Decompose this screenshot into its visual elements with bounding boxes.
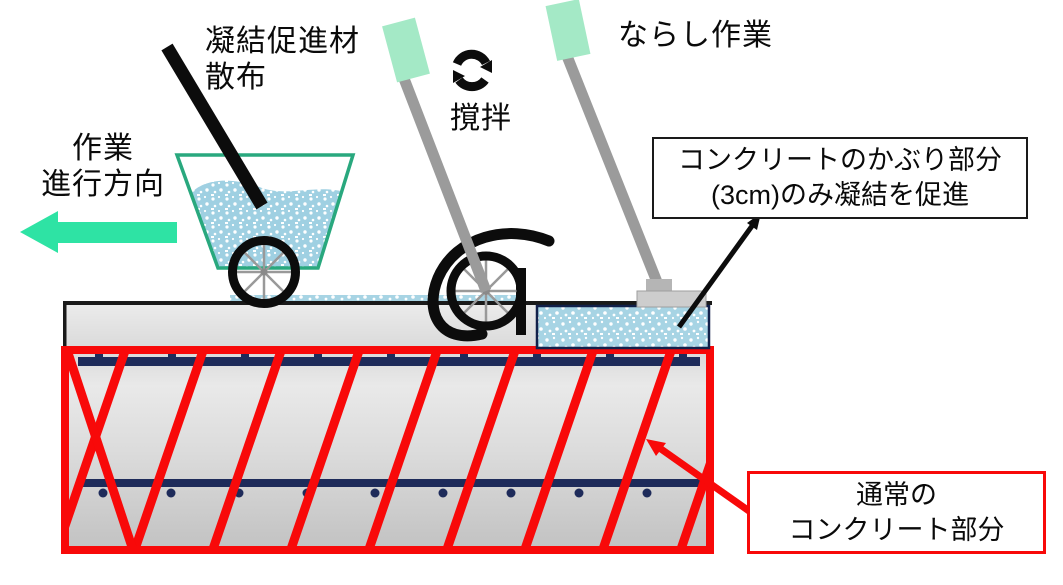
mixing-label: 撹拌 [450,102,512,135]
normal-concrete-slab [61,346,714,554]
mixer-handle [397,74,492,293]
spreader-chute [161,43,268,210]
kaburi-callout-box: コンクリートのかぶり部分 (3cm)のみ凝結を促進 [652,137,1028,219]
leveling-tool [545,0,707,308]
leveler-grip [545,0,591,61]
cart-body [174,153,356,270]
spreader-cart [161,43,356,308]
mixing-tool [382,17,555,342]
accelerator-powder-strip [230,295,518,304]
work-direction-label: 作業 進行方向 [41,132,165,201]
spreader-label: 凝結促進材 散布 [205,25,360,94]
leveler-connector [646,279,672,293]
rebar-top [78,352,700,366]
cart-wheel [228,236,300,308]
leveler-handle [561,53,663,285]
normal-callout-box: 通常の コンクリート部分 [747,471,1046,554]
mixer-grip [382,17,430,83]
normal-callout-arrow [646,439,752,514]
accelerated-cover-layer [535,304,711,350]
kaburi-callout-text: コンクリートのかぶり部分 (3cm)のみ凝結を促進 [678,145,1002,210]
mixer-blade [427,228,555,342]
leveler-float-base [636,290,707,308]
rotate-arrows-icon [452,49,492,92]
surface-line [63,301,712,305]
normal-callout-text: 通常の コンクリート部分 [788,479,1005,545]
cart-material [188,180,344,268]
work-direction-arrow [20,211,177,253]
kaburi-callout-arrow [676,213,761,329]
leveling-label: ならし作業 [618,19,773,52]
red-region-border [61,346,714,554]
